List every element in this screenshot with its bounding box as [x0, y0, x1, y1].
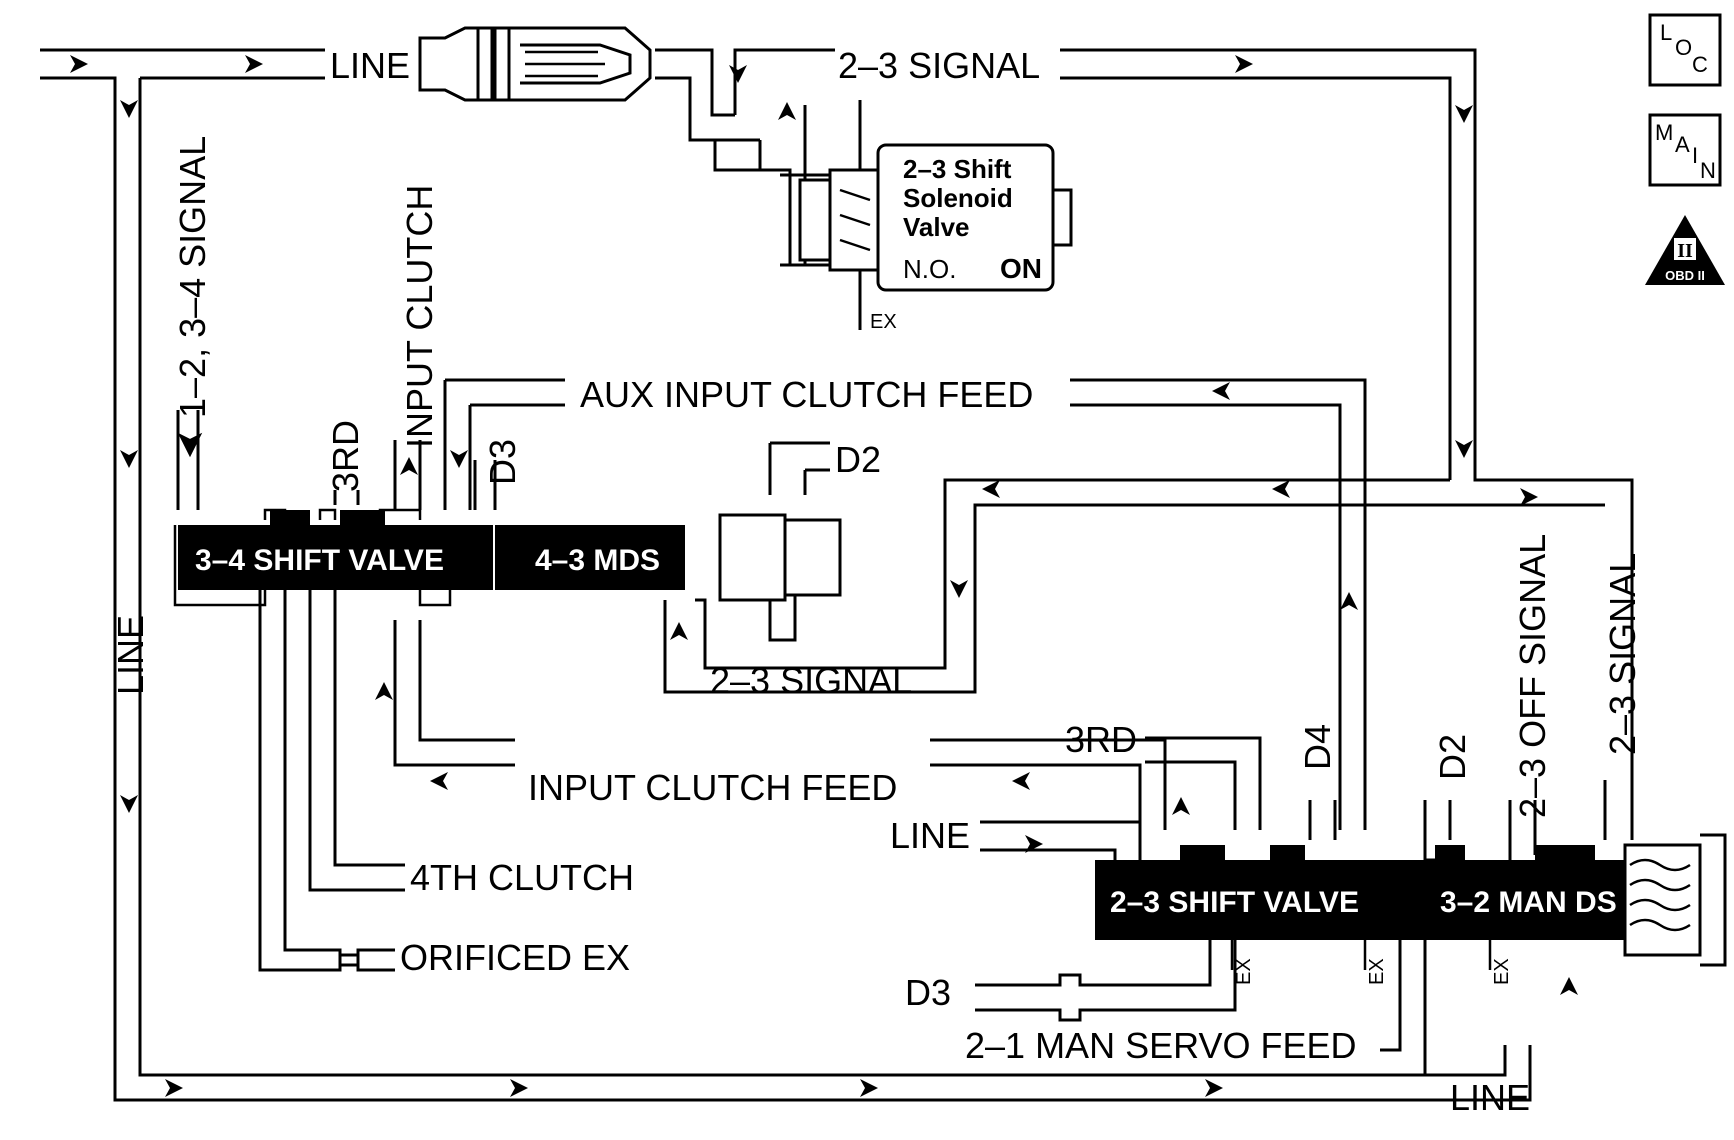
label-ex-3: EX: [1491, 958, 1513, 985]
obd-ii-icon[interactable]: II OBD II: [1645, 215, 1725, 285]
loc-icon[interactable]: L O C: [1648, 13, 1722, 87]
label-line-top: LINE: [330, 45, 410, 86]
valve-34-shift: 3–4 SHIFT VALVE: [178, 510, 493, 590]
valve-23-shift: 2–3 SHIFT VALVE: [1095, 845, 1425, 940]
line-filter-icon: [418, 26, 652, 102]
label-ex-2: EX: [1366, 958, 1388, 985]
label-orificed-ex: ORIFICED EX: [400, 937, 630, 978]
solenoid-valve-box: 2–3 Shift Solenoid Valve N.O. ON: [798, 143, 1073, 292]
label-line-right: LINE: [890, 815, 970, 856]
solenoid-type: N.O.: [903, 254, 956, 284]
valve-32-label: 3–2 MAN DS: [1440, 886, 1617, 919]
valve-32-man-ds: 3–2 MAN DS: [1425, 833, 1727, 967]
label-line-left: LINE: [110, 615, 151, 695]
valve-43-mds: 4–3 MDS: [495, 513, 842, 602]
main-icon[interactable]: M A I N: [1648, 113, 1722, 187]
valve-34-label: 3–4 SHIFT VALVE: [195, 544, 444, 577]
solenoid-name-line2: Solenoid: [903, 183, 1013, 213]
solenoid-state: ON: [1000, 253, 1042, 284]
solenoid-name-line1: 2–3 Shift: [903, 154, 1012, 184]
label-23-signal-top: 2–3 SIGNAL: [838, 45, 1040, 86]
obd-roman: II: [1677, 240, 1693, 262]
label-23-signal-right: 2–3 SIGNAL: [1602, 553, 1643, 755]
label-input-clutch: INPUT CLUTCH: [399, 185, 440, 448]
label-12-34-signal: 1–2, 3–4 SIGNAL: [172, 136, 213, 418]
obd-text: OBD II: [1665, 268, 1705, 283]
label-aux-input-clutch-feed: AUX INPUT CLUTCH FEED: [580, 374, 1033, 415]
label-ex-1: EX: [1233, 958, 1255, 985]
label-4th-clutch: 4TH CLUTCH: [410, 857, 634, 898]
valve-43-label: 4–3 MDS: [535, 544, 660, 577]
label-man-servo-feed: 2–1 MAN SERVO FEED: [965, 1025, 1356, 1066]
label-d4: D4: [1297, 724, 1338, 770]
circuit-labels: LINE 2–3 SIGNAL AUX INPUT CLUTCH FEED D2…: [110, 45, 1643, 1118]
valve-23-label: 2–3 SHIFT VALVE: [1110, 886, 1359, 919]
label-3rd-right: 3RD: [1065, 719, 1137, 760]
flow-arrows: [70, 55, 1578, 1097]
label-ex-solenoid: EX: [870, 311, 897, 333]
label-d3-left: D3: [482, 439, 523, 485]
label-d3-bottom: D3: [905, 972, 951, 1013]
loc-icon-o: O: [1675, 35, 1692, 60]
main-icon-a: A: [1675, 132, 1690, 157]
loc-icon-c: C: [1692, 52, 1708, 77]
main-icon-n: N: [1700, 158, 1716, 183]
label-3rd-left: 3RD: [325, 420, 366, 492]
label-23-off-signal: 2–3 OFF SIGNAL: [1512, 534, 1553, 818]
solenoid-name-line3: Valve: [903, 212, 970, 242]
main-icon-m: M: [1655, 120, 1673, 145]
label-23-signal-mid: 2–3 SIGNAL: [710, 660, 912, 701]
loc-icon-l: L: [1660, 20, 1672, 45]
label-d2-top: D2: [835, 439, 881, 480]
label-d2-right: D2: [1432, 734, 1473, 780]
label-input-clutch-feed: INPUT CLUTCH FEED: [528, 767, 897, 808]
label-line-bottom: LINE: [1450, 1077, 1530, 1118]
main-icon-i: I: [1692, 143, 1698, 168]
